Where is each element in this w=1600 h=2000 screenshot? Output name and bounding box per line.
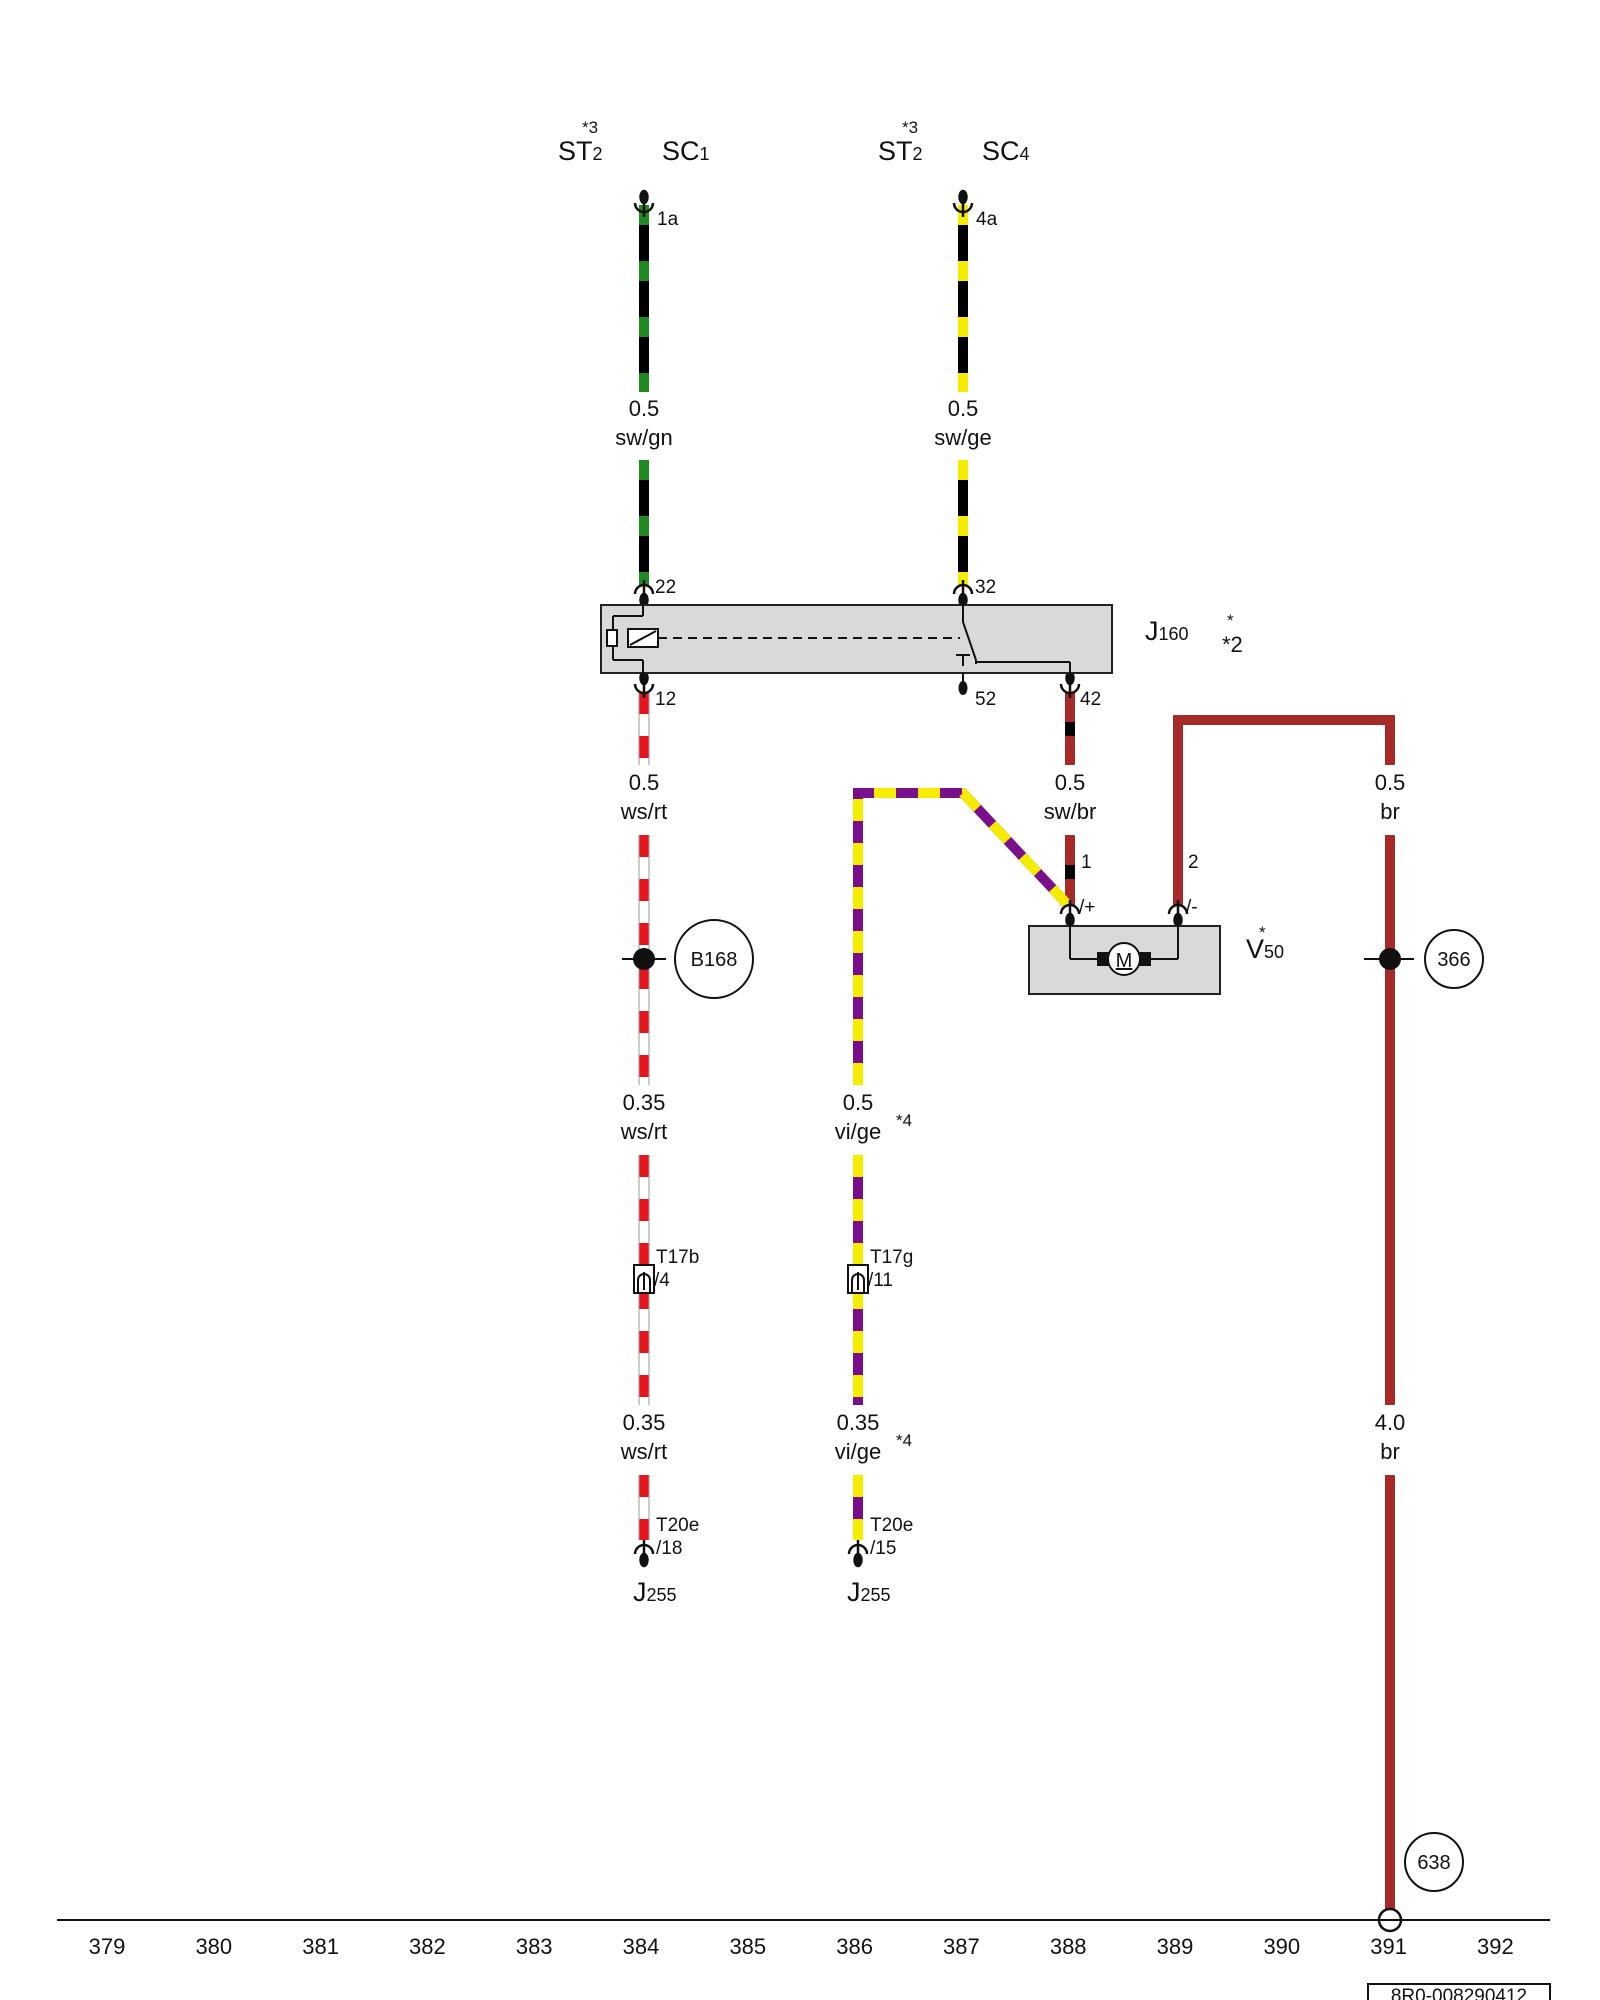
- wire-br-top: [1173, 715, 1395, 905]
- doc-id-box: 8R0-008290412: [1367, 1983, 1551, 2000]
- pin-22: 22: [655, 577, 676, 598]
- wire-size-ws-rt-3: 0.35: [623, 1410, 666, 1435]
- connector-t17b: T17b /4: [633, 1247, 699, 1294]
- doc-id: 8R0-008290412: [1391, 1986, 1527, 2000]
- relay-star: *: [1227, 611, 1234, 630]
- pin-4a: 4a: [976, 209, 998, 230]
- wire-color-vi-ge-1: vi/ge: [835, 1119, 881, 1144]
- wire-size-sw-br: 0.5: [1055, 770, 1086, 795]
- pin-1: 1: [1081, 852, 1092, 873]
- relay-j160: J160 * *2: [600, 594, 1243, 695]
- relay-switch-contact: [956, 594, 1071, 695]
- destination-j255-left: J255: [633, 1577, 677, 1607]
- ruler-col-390: 390: [1263, 1934, 1300, 1959]
- wire-size-sw-ge: 0.5: [948, 396, 979, 421]
- ruler-col-379: 379: [89, 1934, 126, 1959]
- svg-text:*3: *3: [582, 118, 598, 137]
- wire-size-ws-rt-2: 0.35: [623, 1090, 666, 1115]
- svg-text:SC4: SC4: [982, 136, 1030, 166]
- pin-42: 42: [1080, 689, 1101, 710]
- connector-t17g-name: T17g: [870, 1247, 913, 1268]
- pin-52: 52: [975, 689, 996, 710]
- motor-icon: [1069, 918, 1179, 976]
- connector-t17g-pin: /11: [868, 1270, 893, 1291]
- connector-t20e-b-name: T20e: [870, 1515, 913, 1536]
- connector-t17g: T17g /11: [847, 1247, 913, 1294]
- ruler-col-391: 391: [1370, 1934, 1407, 1959]
- relay-name: J160: [1145, 616, 1189, 646]
- terminal-1a-icon: [633, 189, 655, 217]
- ruler-col-381: 381: [302, 1934, 339, 1959]
- source-label-sc4: SC4: [982, 136, 1030, 166]
- wire-color-ws-rt-2: ws/rt: [620, 1119, 667, 1144]
- ref-circle-638: 638: [1404, 1832, 1464, 1892]
- ruler-col-386: 386: [836, 1934, 873, 1959]
- pin-plus: /+: [1079, 897, 1095, 918]
- connector-t20e-a-name: T20e: [656, 1515, 699, 1536]
- pin-12: 12: [655, 689, 676, 710]
- wire-color-vi-ge-2: vi/ge: [835, 1439, 881, 1464]
- wire-color-sw-gn: sw/gn: [615, 425, 672, 450]
- ref-366: 366: [1437, 949, 1470, 971]
- wire-size-sw-gn: 0.5: [629, 396, 660, 421]
- wires-layer: [638, 205, 1395, 1909]
- ruler-col-389: 389: [1157, 1934, 1194, 1959]
- ruler-col-385: 385: [729, 1934, 766, 1959]
- terminals-layer: [633, 189, 1189, 1568]
- relay-coil-icon: [606, 594, 659, 684]
- svg-text:ST2: ST2: [878, 136, 923, 166]
- motor-symbol-label: M: [1116, 950, 1133, 972]
- terminal-4a-icon: [952, 189, 974, 217]
- ruler-col-382: 382: [409, 1934, 446, 1959]
- pin-minus: /-: [1186, 897, 1198, 918]
- ruler-col-388: 388: [1050, 1934, 1087, 1959]
- wire-size-br-top: 0.5: [1375, 770, 1406, 795]
- wire-size-vi-ge-1: 0.5: [843, 1090, 874, 1115]
- motor-v50: M V50 *: [1028, 918, 1284, 995]
- ruler-col-380: 380: [195, 1934, 232, 1959]
- wire-color-br-main: br: [1380, 1439, 1400, 1464]
- source-label-sc1: SC1: [662, 136, 710, 166]
- destination-j255-right: J255: [847, 1577, 891, 1607]
- ruler-layer: 379 380 381 382 383 384 385 386 387 388 389 390 391 3…: [89, 1934, 1514, 1959]
- pin-2: 2: [1188, 852, 1199, 873]
- wire-color-sw-br: sw/br: [1044, 799, 1097, 824]
- ref-b168: B168: [691, 949, 738, 971]
- ruler-col-384: 384: [623, 1934, 660, 1959]
- svg-text:ST2: ST2: [558, 136, 603, 166]
- pin-32: 32: [975, 577, 996, 598]
- splice-b168: B168: [622, 919, 754, 999]
- ref-638: 638: [1417, 1852, 1450, 1874]
- wire-vi-ge-top: [853, 788, 1072, 1085]
- relay-note: *2: [1222, 632, 1243, 657]
- terminal-t20e-18-icon: [633, 1540, 655, 1568]
- terminal-12-icon: [633, 670, 655, 698]
- motor-star: *: [1259, 923, 1266, 942]
- connector-t20e-a-pin: /18: [656, 1538, 682, 1559]
- wire-color-br-top: br: [1380, 799, 1400, 824]
- connector-t17b-name: T17b: [656, 1247, 699, 1268]
- svg-text:*3: *3: [902, 118, 918, 137]
- wire-color-ws-rt-1: ws/rt: [620, 799, 667, 824]
- connector-t17b-pin: /4: [654, 1270, 670, 1291]
- connector-t20e-b-pin: /15: [870, 1538, 896, 1559]
- ruler-col-392: 392: [1477, 1934, 1514, 1959]
- pin-1a: 1a: [657, 209, 679, 230]
- wire-note-vi-ge-1: *4: [896, 1111, 912, 1130]
- wire-size-vi-ge-2: 0.35: [837, 1410, 880, 1435]
- wire-size-br-main: 4.0: [1375, 1410, 1406, 1435]
- source-label-st2-right: ST2 *3: [878, 118, 923, 166]
- splice-366: 366: [1364, 929, 1484, 989]
- wire-size-ws-rt-1: 0.5: [629, 770, 660, 795]
- ruler-col-387: 387: [943, 1934, 980, 1959]
- source-label-st2-left: ST2 *3: [558, 118, 603, 166]
- ruler-col-383: 383: [516, 1934, 553, 1959]
- wire-color-sw-ge: sw/ge: [934, 425, 991, 450]
- terminal-t20e-15-icon: [847, 1540, 869, 1568]
- motor-name: V50: [1246, 934, 1284, 964]
- wire-note-vi-ge-2: *4: [896, 1431, 912, 1450]
- svg-text:SC1: SC1: [662, 136, 710, 166]
- wire-color-ws-rt-3: ws/rt: [620, 1439, 667, 1464]
